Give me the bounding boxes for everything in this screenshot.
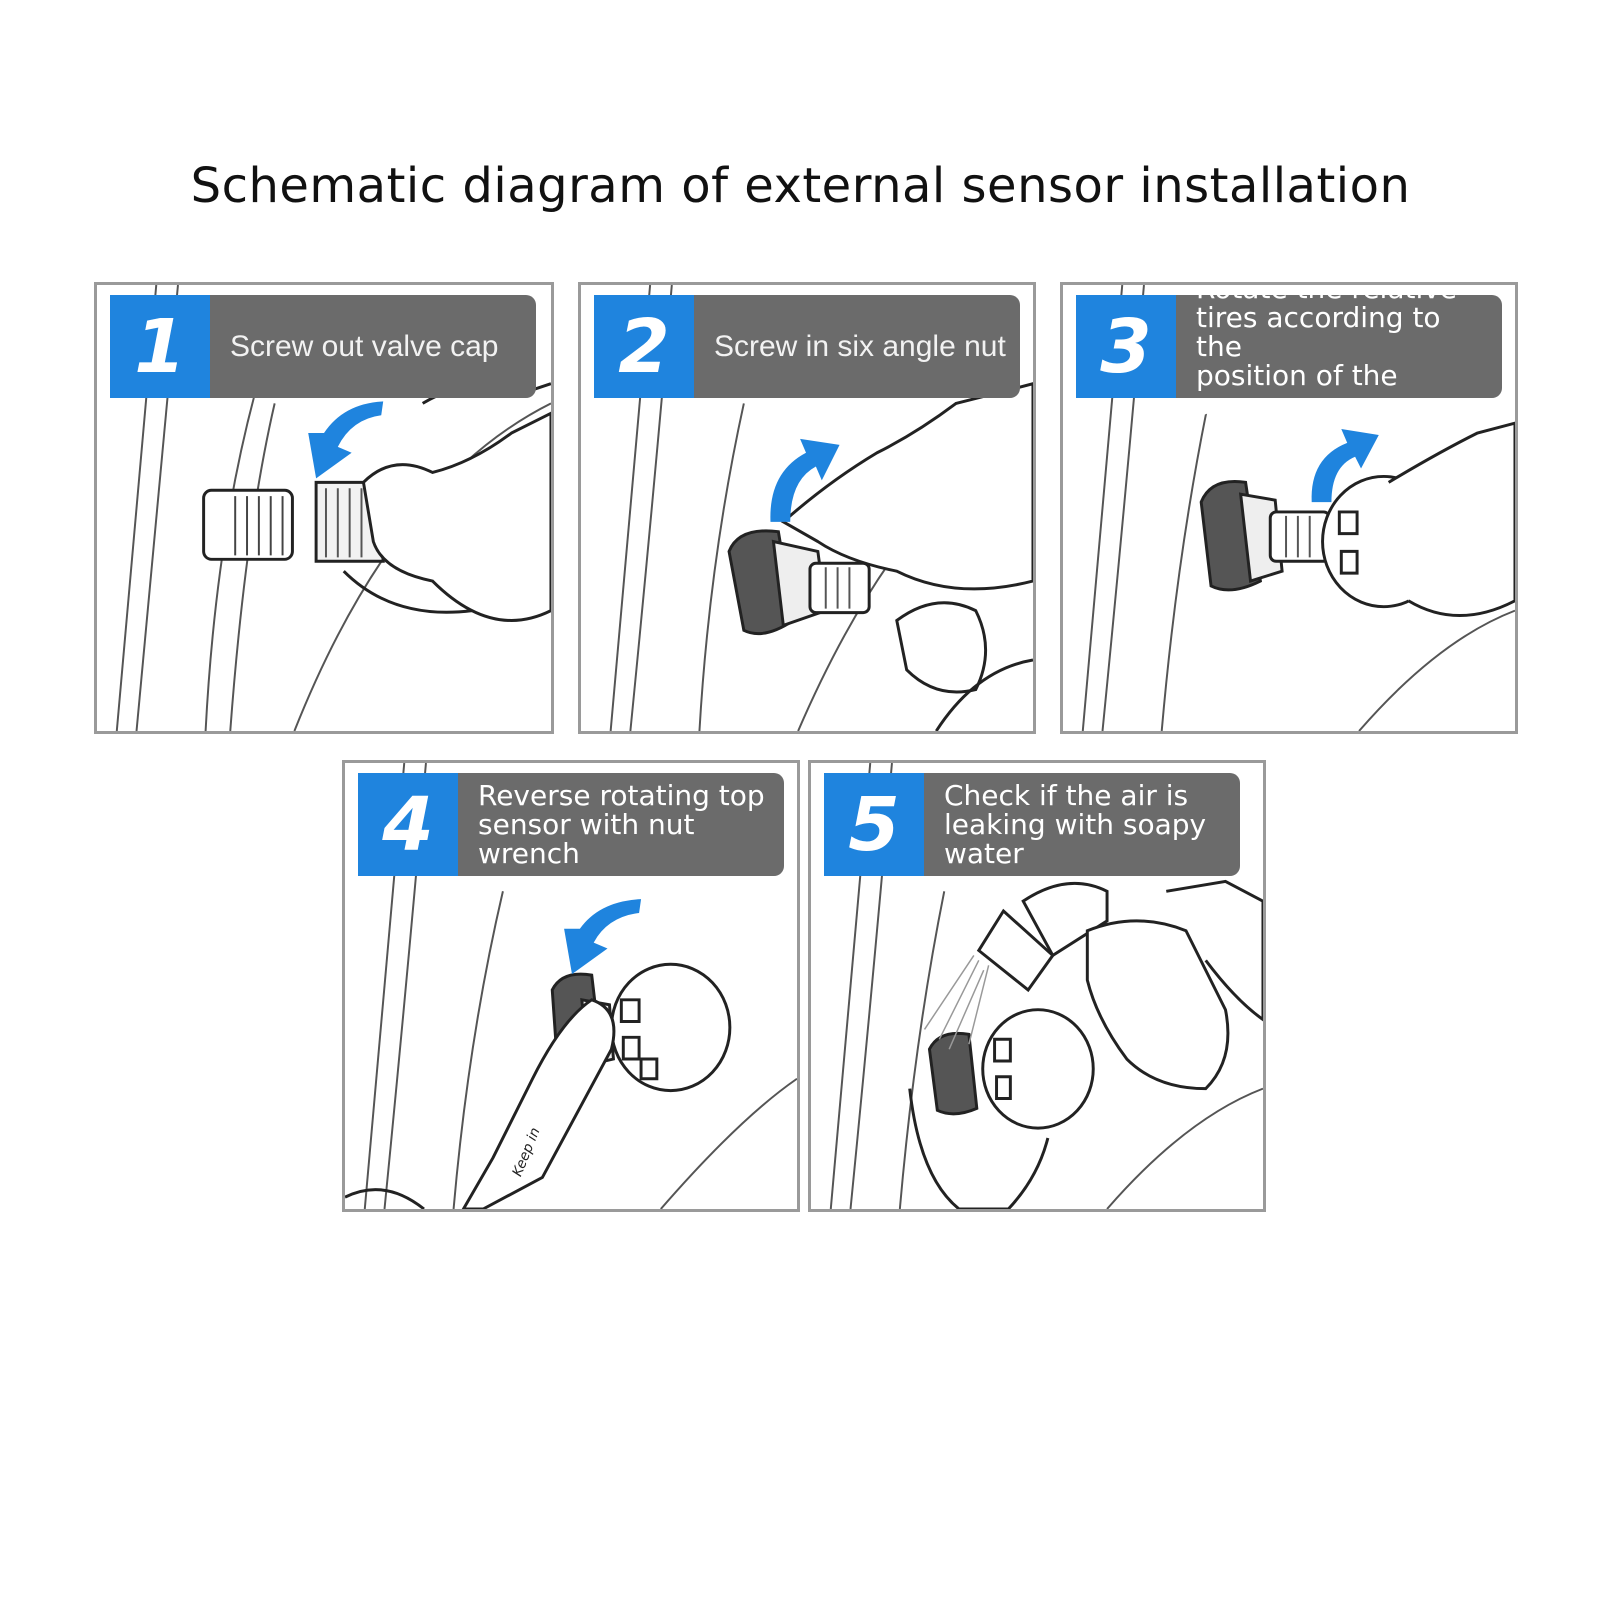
step-banner-3: 3 Rotate the relative tires according to… (1076, 285, 1502, 419)
curved-arrow-down-left-icon (308, 401, 384, 479)
step-label-1: Screw out valve cap (210, 295, 536, 398)
curved-arrow-up-right-icon (1311, 429, 1379, 503)
step-panel-1: 1 Screw out valve cap (94, 282, 554, 734)
step-number-3: 3 (1076, 295, 1176, 398)
step-panel-5: 5 Check if the air is leaking with soapy… (808, 760, 1266, 1212)
step-banner-2: 2 Screw in six angle nut (594, 295, 1020, 398)
curved-arrow-up-right-icon (770, 438, 840, 522)
step-panel-3: 3 Rotate the relative tires according to… (1060, 282, 1518, 734)
illustration-step-4: Keep in (345, 763, 797, 1209)
step-panel-2: 2 Screw in six angle nut (578, 282, 1036, 734)
step-banner-1: 1 Screw out valve cap (110, 295, 536, 398)
page-title: Schematic diagram of external sensor ins… (190, 158, 1411, 214)
step-label-3: Rotate the relative tires according to t… (1176, 285, 1502, 419)
illustration-step-2 (609, 285, 1033, 731)
step-number-1: 1 (110, 295, 210, 398)
illustration-step-5 (829, 763, 1263, 1209)
step-number-5: 5 (824, 773, 924, 876)
illustration-step-3 (1081, 285, 1515, 731)
step-label-2: Screw in six angle nut (694, 295, 1020, 398)
step-label-5: Check if the air is leaking with soapy w… (924, 773, 1240, 876)
step-number-4: 4 (358, 773, 458, 876)
step-number-2: 2 (594, 295, 694, 398)
step-banner-4: 4 Reverse rotating top sensor with nut w… (358, 773, 784, 876)
step-banner-5: 5 Check if the air is leaking with soapy… (824, 773, 1240, 876)
curved-arrow-down-left-icon (564, 899, 642, 975)
spray-bottle-icon (976, 879, 1263, 1091)
illustration-step-1 (115, 285, 551, 731)
step-panel-4: Keep in 4 Reverse rotating top sensor wi… (342, 760, 800, 1212)
step-label-4: Reverse rotating top sensor with nut wre… (458, 773, 784, 876)
